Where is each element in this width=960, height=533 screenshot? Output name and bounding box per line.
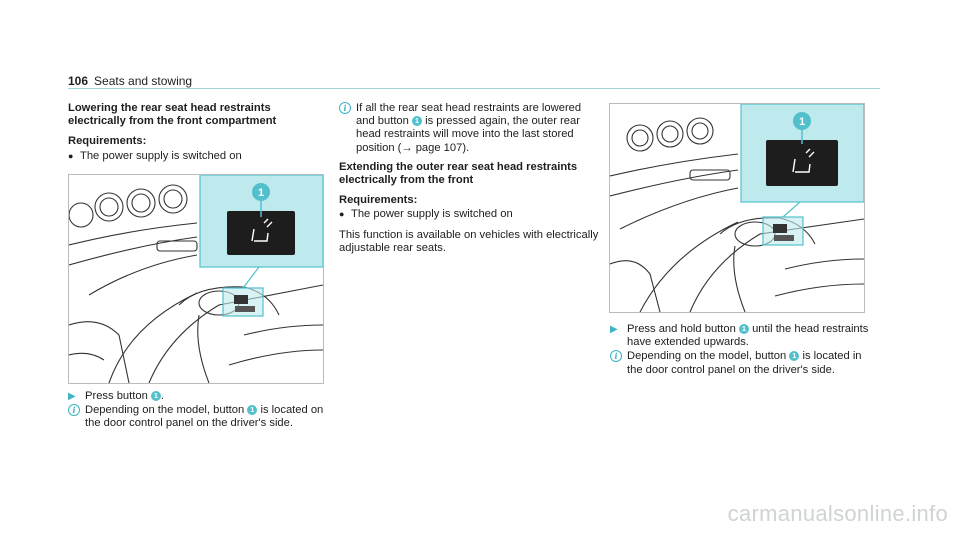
requirement-item: ● The power supply is switched on bbox=[339, 208, 599, 221]
bullet-icon: ● bbox=[339, 209, 345, 220]
column-middle: i If all the rear seat head restraints a… bbox=[339, 102, 599, 262]
column-left-steps: ▶ Press button 1. i Depending on the mod… bbox=[68, 390, 326, 437]
note-text-after: is pressed again, the outer rear head re… bbox=[356, 115, 580, 154]
section-heading-lowering: Lowering the rear seat head restraints e… bbox=[68, 102, 277, 128]
section-heading-extending: Extending the outer rear seat head restr… bbox=[339, 160, 578, 187]
function-availability-text: This function is available on vehicles w… bbox=[339, 228, 599, 254]
page-header: 106 Seats and stowing bbox=[68, 72, 880, 88]
callout-badge: 1 bbox=[258, 187, 264, 199]
note-text-after: is located in the door control panel on … bbox=[627, 350, 862, 376]
illustration-center-console-1: 1 bbox=[68, 174, 324, 384]
illustration-center-console-2: 1 bbox=[609, 103, 865, 313]
button-badge: 1 bbox=[738, 324, 749, 334]
step-text: Press button 1. bbox=[85, 390, 164, 403]
requirement-text: The power supply is switched on bbox=[351, 208, 513, 221]
button-badge: 1 bbox=[789, 351, 800, 362]
note-text-after: is located on the door control panel on … bbox=[85, 404, 324, 430]
step-text: Press and hold button 1 until the head r… bbox=[627, 323, 872, 349]
watermark: carmanualsonline.info bbox=[727, 501, 948, 526]
button-badge: 1 bbox=[412, 116, 422, 127]
button-badge: 1 bbox=[247, 405, 258, 416]
page-number: 106 bbox=[68, 74, 89, 88]
requirement-text: The power supply is switched on bbox=[80, 149, 242, 162]
step-text-before: Press button bbox=[85, 390, 148, 402]
step-text-after: . bbox=[160, 390, 165, 402]
column-right-steps: ▶ Press and hold button 1 until the head… bbox=[610, 323, 872, 383]
requirements-label: Requirements: bbox=[68, 135, 147, 148]
note-item: i Depending on the model, button 1 is lo… bbox=[68, 404, 326, 430]
callout-badge: 1 bbox=[799, 116, 805, 128]
bullet-icon: ● bbox=[68, 150, 74, 161]
step-text-before: Press and hold button bbox=[627, 323, 736, 335]
note-text: Depending on the model, button 1 is loca… bbox=[627, 350, 872, 376]
button-badge: 1 bbox=[150, 391, 161, 401]
note-item: i Depending on the model, button 1 is lo… bbox=[610, 350, 872, 376]
info-icon: i bbox=[610, 350, 622, 363]
info-icon: i bbox=[68, 404, 80, 417]
requirement-item: ● The power supply is switched on bbox=[68, 150, 326, 163]
note-item: i If all the rear seat head restraints a… bbox=[339, 102, 599, 155]
step-item: ▶ Press and hold button 1 until the head… bbox=[610, 323, 872, 349]
note-text: Depending on the model, button 1 is loca… bbox=[85, 404, 326, 430]
note-text-before: If all the rear seat head restraints are… bbox=[356, 102, 582, 128]
column-left: Lowering the rear seat head restraints e… bbox=[68, 102, 326, 170]
step-text-after: until the head restraints have extended … bbox=[627, 323, 869, 349]
step-arrow-icon: ▶ bbox=[610, 324, 618, 335]
page-section-title: Seats and stowing bbox=[94, 74, 193, 88]
note-text: If all the rear seat head restraints are… bbox=[356, 102, 599, 155]
note-text-before: Depending on the model, button bbox=[85, 404, 245, 417]
info-icon: i bbox=[339, 102, 351, 114]
step-arrow-icon: ▶ bbox=[68, 391, 76, 402]
note-text-before: Depending on the model, button bbox=[627, 350, 787, 363]
header-divider bbox=[68, 88, 880, 89]
requirements-label: Requirements: bbox=[339, 194, 418, 207]
step-item: ▶ Press button 1. bbox=[68, 390, 326, 403]
